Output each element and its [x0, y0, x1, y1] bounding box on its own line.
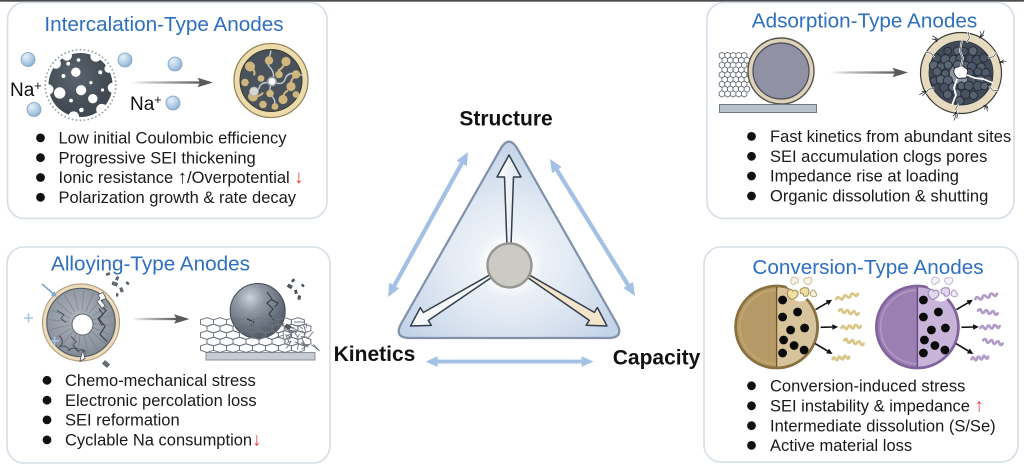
svg-text:Adsorption-Type Anodes: Adsorption-Type Anodes [752, 10, 977, 33]
svg-text:Na+: Na+ [130, 93, 162, 115]
svg-text:Polarization growth & rate dec: Polarization growth & rate decay [59, 189, 297, 207]
svg-text:Chemo-mechanical stress: Chemo-mechanical stress [65, 372, 256, 390]
svg-text:Organic dissolution & shutting: Organic dissolution & shutting [770, 188, 988, 206]
svg-text:SEI reformation: SEI reformation [65, 412, 180, 430]
svg-text:Alloying-Type Anodes: Alloying-Type Anodes [51, 253, 250, 276]
svg-text:Cyclable Na consumption↓: Cyclable Na consumption↓ [65, 429, 261, 450]
svg-text:Intermediate dissolution (S/Se: Intermediate dissolution (S/Se) [770, 417, 996, 435]
svg-text:Intercalation-Type Anodes: Intercalation-Type Anodes [44, 13, 283, 36]
svg-text:Na+: Na+ [10, 79, 42, 101]
svg-text:Structure: Structure [459, 108, 552, 131]
svg-text:Kinetics: Kinetics [334, 343, 416, 366]
svg-text:Capacity: Capacity [613, 347, 701, 370]
svg-text:Conversion-induced stress: Conversion-induced stress [770, 377, 965, 395]
svg-text:Progressive SEI thickening: Progressive SEI thickening [59, 149, 256, 167]
svg-text:Fast kinetics from abundant si: Fast kinetics from abundant sites [770, 128, 1011, 146]
svg-text:SEI instability & impedance ↑: SEI instability & impedance ↑ [770, 394, 984, 415]
svg-text:Ionic resistance ↑/Overpotenti: Ionic resistance ↑/Overpotential ↓ [59, 166, 304, 187]
svg-text:Electronic percolation loss: Electronic percolation loss [65, 392, 257, 410]
svg-text:SEI accumulation clogs pores: SEI accumulation clogs pores [770, 148, 987, 166]
svg-text:Impedance rise at loading: Impedance rise at loading [770, 168, 959, 186]
svg-text:Conversion-Type Anodes: Conversion-Type Anodes [752, 256, 983, 279]
svg-text:Low initial Coulombic efficien: Low initial Coulombic efficiency [59, 130, 288, 148]
svg-text:Active material loss: Active material loss [770, 437, 912, 455]
